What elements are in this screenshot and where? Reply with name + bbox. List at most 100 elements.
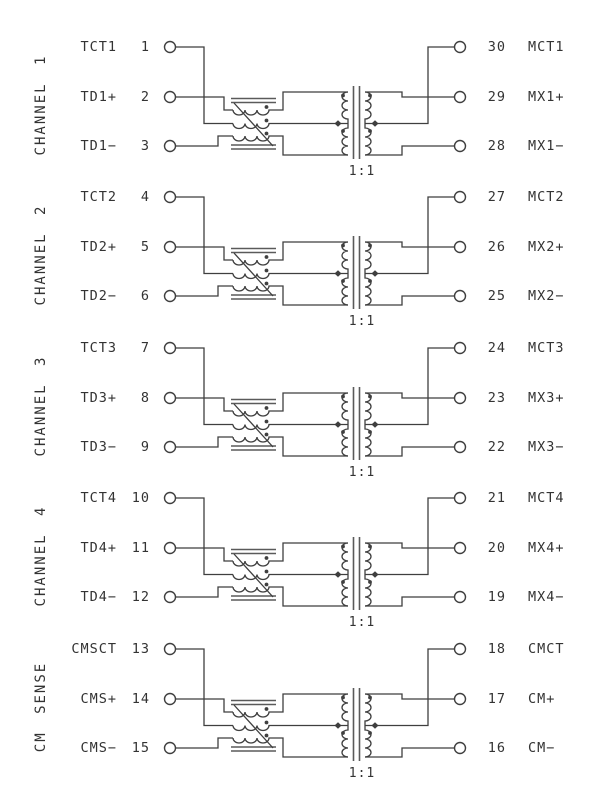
left-pin-label: TCT3 [80, 340, 117, 356]
right-terminal-circle [453, 90, 467, 104]
pin-terminal-circles [163, 40, 467, 153]
isolation-transformer-icon [334, 688, 379, 761]
right-pin-number: 16 [487, 740, 506, 756]
right-pin-number: 27 [487, 189, 506, 205]
right-pin-number: 24 [487, 340, 506, 356]
right-pin-number: 23 [487, 390, 506, 406]
left-pin-label: CMSCT [71, 641, 117, 657]
turns-ratio-label: 1:1 [348, 766, 376, 781]
right-pin-label: MX1− [528, 138, 565, 154]
left-terminal-circle [163, 190, 177, 204]
right-terminal-circle [453, 642, 467, 656]
left-pin-wires [175, 497, 233, 598]
left-pin-label: CMS+ [80, 691, 117, 707]
right-pin-label: MCT4 [528, 490, 565, 506]
left-terminal-circle [163, 590, 177, 604]
turns-ratio-label: 1:1 [348, 164, 376, 179]
common-mode-choke-icon [231, 247, 276, 300]
channel-block: CM SENSE CMSCT 13 CMS+ 14 CMS− 15 18 CMC… [0, 602, 615, 787]
left-pin-number: 12 [131, 589, 150, 605]
left-pin-number: 7 [140, 340, 150, 356]
right-pin-label: MX3+ [528, 390, 565, 406]
right-terminal-circle [453, 741, 467, 755]
left-pin-number: 1 [140, 39, 150, 55]
right-terminal-circle [453, 289, 467, 303]
left-terminal-circle [163, 40, 177, 54]
left-pin-label: TD3+ [80, 390, 117, 406]
right-pin-number: 26 [487, 239, 506, 255]
right-pin-label: CMCT [528, 641, 565, 657]
left-pin-wires [175, 196, 233, 297]
left-terminal-circle [163, 541, 177, 555]
right-pin-label: MX2+ [528, 239, 565, 255]
right-pin-label: MX2− [528, 288, 565, 304]
left-terminal-circle [163, 289, 177, 303]
channel-wiring-diagram [163, 642, 467, 761]
channel-block: CHANNEL 1 TCT1 1 TD1+ 2 TD1− 3 30 MCT1 2… [0, 0, 615, 185]
common-mode-choke-icon [231, 548, 276, 601]
right-pin-label: MX4− [528, 589, 565, 605]
channel-block: CHANNEL 4 TCT4 10 TD4+ 11 TD4− 12 21 MCT… [0, 451, 615, 636]
left-terminal-circle [163, 240, 177, 254]
left-pin-label: TCT1 [80, 39, 117, 55]
right-terminal-circle [453, 240, 467, 254]
isolation-transformer-icon [334, 537, 379, 610]
right-pin-number: 20 [487, 540, 506, 556]
pin-terminal-circles [163, 341, 467, 454]
right-pin-wires [365, 347, 455, 457]
right-terminal-circle [453, 190, 467, 204]
right-terminal-circle [453, 491, 467, 505]
right-terminal-circle [453, 541, 467, 555]
common-mode-choke-icon [231, 699, 276, 752]
left-pin-number: 14 [131, 691, 150, 707]
left-terminal-circle [163, 692, 177, 706]
right-pin-number: 17 [487, 691, 506, 707]
common-mode-choke-icon [231, 97, 276, 150]
turns-ratio-label: 1:1 [348, 615, 376, 630]
left-terminal-circle [163, 642, 177, 656]
right-terminal-circle [453, 139, 467, 153]
left-pin-wires [175, 46, 233, 147]
left-pin-number: 9 [140, 439, 150, 455]
left-terminal-circle [163, 90, 177, 104]
right-pin-label: CM+ [528, 691, 556, 707]
left-pin-number: 2 [140, 89, 150, 105]
right-pin-label: MX1+ [528, 89, 565, 105]
right-terminal-circle [453, 341, 467, 355]
left-terminal-circle [163, 391, 177, 405]
left-pin-number: 15 [131, 740, 150, 756]
left-pin-number: 5 [140, 239, 150, 255]
isolation-transformer-icon [334, 236, 379, 309]
left-pin-number: 11 [131, 540, 150, 556]
left-pin-number: 3 [140, 138, 150, 154]
turns-ratio-label: 1:1 [348, 465, 376, 480]
isolation-transformer-icon [334, 86, 379, 159]
pin-terminal-circles [163, 642, 467, 755]
right-terminal-circle [453, 40, 467, 54]
right-terminal-circle [453, 440, 467, 454]
right-pin-number: 19 [487, 589, 506, 605]
right-pin-number: 29 [487, 89, 506, 105]
left-pin-label: TD4+ [80, 540, 117, 556]
right-pin-number: 22 [487, 439, 506, 455]
right-pin-number: 21 [487, 490, 506, 506]
left-pin-wires [175, 648, 233, 749]
channel-block: CHANNEL 3 TCT3 7 TD3+ 8 TD3− 9 24 MCT3 2… [0, 301, 615, 486]
left-pin-number: 10 [131, 490, 150, 506]
left-pin-label: CMS− [80, 740, 117, 756]
channel-wiring-diagram [163, 190, 467, 309]
common-mode-choke-icon [231, 398, 276, 451]
right-pin-number: 28 [487, 138, 506, 154]
right-pin-wires [365, 46, 455, 156]
left-pin-wires [175, 347, 233, 448]
left-pin-label: TD1− [80, 138, 117, 154]
left-pin-number: 13 [131, 641, 150, 657]
left-pin-label: TD2+ [80, 239, 117, 255]
left-terminal-circle [163, 491, 177, 505]
right-pin-number: 30 [487, 39, 506, 55]
right-pin-label: MCT3 [528, 340, 565, 356]
right-pin-wires [365, 648, 455, 758]
right-pin-label: MX4+ [528, 540, 565, 556]
